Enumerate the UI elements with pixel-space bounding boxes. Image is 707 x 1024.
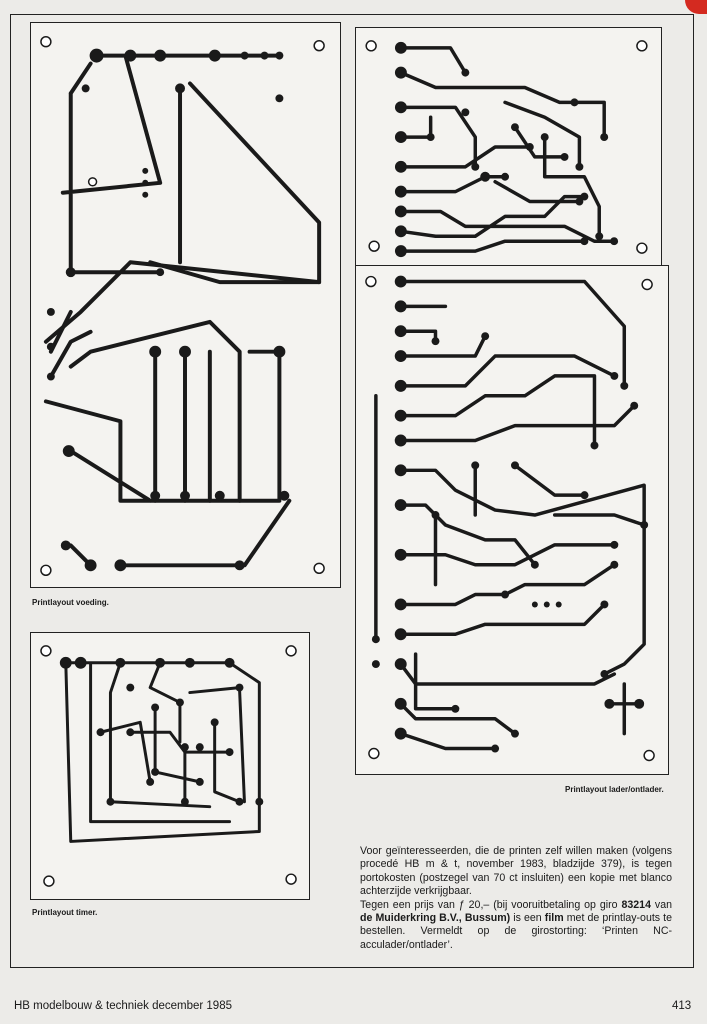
- red-corner-mark: [685, 0, 707, 14]
- publisher-name: de Muiderkring B.V., Bussum): [360, 912, 511, 925]
- footer-magazine: HB modelbouw & techniek december 1985: [14, 1000, 232, 1012]
- article-paragraph-2c: is een: [510, 912, 545, 925]
- pcb-voeding-traces: [40, 35, 325, 576]
- pcb-lader-bottom: [355, 265, 669, 775]
- footer-page-number: 413: [672, 1000, 692, 1012]
- pcb-lader-top-traces: [365, 40, 648, 258]
- article-text: Voor geïnteresseerden, die de printen ze…: [360, 845, 672, 952]
- giro-number: 83214: [621, 898, 651, 911]
- article-paragraph-1: Voor geïnteresseerden, die de printen ze…: [360, 845, 672, 898]
- pcb-timer: [30, 632, 310, 900]
- caption-lader: Printlayout lader/ontlader.: [565, 785, 664, 794]
- pcb-voeding: [30, 22, 341, 588]
- pcb-lader-top: [355, 27, 662, 267]
- caption-voeding: Printlayout voeding.: [32, 598, 109, 607]
- pcb-timer-traces: [40, 645, 297, 887]
- page-frame: [10, 14, 694, 968]
- article-paragraph-2d: met de printlay-outs te bestellen. Verme…: [360, 912, 673, 951]
- article-paragraph-2a: Tegen een prijs van ƒ 20,– (bij vooruitb…: [360, 898, 622, 911]
- article-paragraph-2b: van: [650, 898, 672, 911]
- film-word: film: [544, 912, 564, 925]
- caption-timer: Printlayout timer.: [32, 908, 98, 917]
- pcb-lader-bottom-traces: [365, 275, 655, 762]
